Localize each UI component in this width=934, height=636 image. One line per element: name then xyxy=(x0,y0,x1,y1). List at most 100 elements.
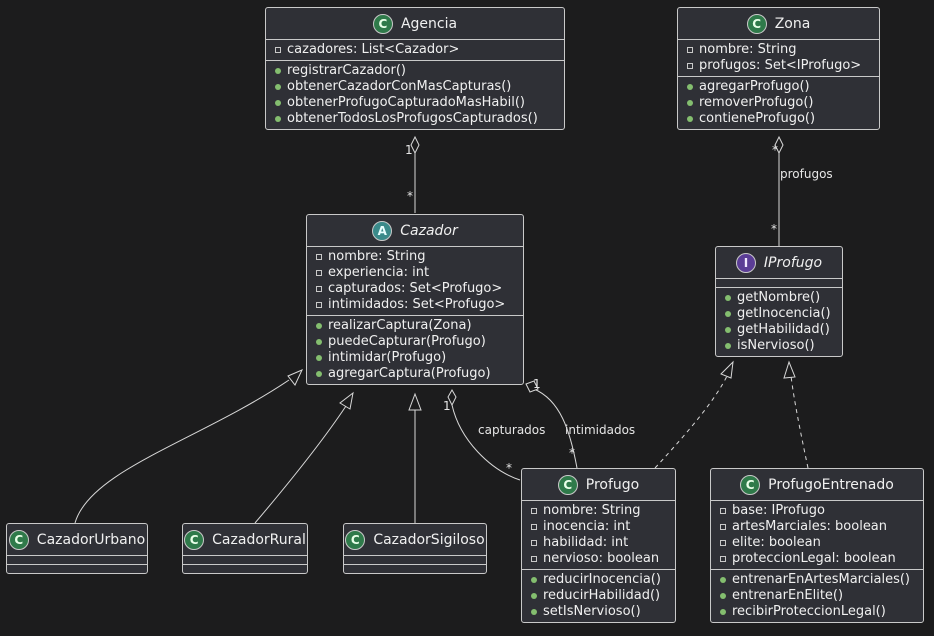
private-visibility-icon xyxy=(313,297,324,313)
method-text: setIsNervioso() xyxy=(543,604,641,619)
method-text: removerProfugo() xyxy=(699,95,814,110)
urbano-inherit-arrow xyxy=(287,369,304,386)
attribute-text: cazadores: List<Cazador> xyxy=(287,42,460,57)
class-icon: C xyxy=(372,13,393,34)
class-icon: C xyxy=(557,474,578,495)
class-header: C Zona xyxy=(678,8,879,39)
attribute-text: base: IProfugo xyxy=(732,503,825,518)
method-text: obtenerCazadorConMasCapturas() xyxy=(287,79,512,94)
method-text: realizarCaptura(Zona) xyxy=(328,318,472,333)
method-section: registrarCazador()obtenerCazadorConMasCa… xyxy=(266,61,564,129)
intimidados-dst-multiplicity: * xyxy=(569,446,575,460)
method-row: entrenarEnArtesMarciales() xyxy=(717,572,917,588)
private-visibility-icon xyxy=(313,249,324,265)
class-name: IProfugo xyxy=(763,254,823,271)
method-text: getInocencia() xyxy=(737,306,831,321)
interface-iprofugo[interactable]: I IProfugo getNombre()getInocencia()getHab… xyxy=(715,246,843,357)
attribute-row: nombre: String xyxy=(684,42,873,58)
attribute-section: cazadores: List<Cazador> xyxy=(266,40,564,60)
attribute-row: elite: boolean xyxy=(717,535,917,551)
public-visibility-icon xyxy=(528,604,539,620)
private-visibility-icon xyxy=(272,42,283,58)
public-visibility-icon xyxy=(684,111,695,127)
class-agencia[interactable]: C Agencia cazadores: List<Cazador> registra… xyxy=(265,7,565,130)
method-text: entrenarEnArtesMarciales() xyxy=(732,572,910,587)
class-name: Agencia xyxy=(400,15,458,32)
class-header: C Agencia xyxy=(266,8,564,39)
attribute-section xyxy=(716,279,842,287)
intimidados-line xyxy=(533,388,578,469)
profugos-role-label: profugos xyxy=(780,167,833,181)
method-text: obtenerTodosLosProfugosCapturados() xyxy=(287,111,538,126)
agencia-aggregation-diamond xyxy=(410,135,420,155)
attribute-text: intimidados: Set<Profugo> xyxy=(328,297,506,312)
sigiloso-inherit-arrow xyxy=(408,392,422,411)
method-text: contieneProfugo() xyxy=(699,111,816,126)
private-visibility-icon xyxy=(313,265,324,281)
method-row: reducirHabilidad() xyxy=(528,588,669,604)
class-icon: C xyxy=(746,13,767,34)
capturados-line xyxy=(451,404,521,481)
attribute-text: nombre: String xyxy=(699,42,797,57)
public-visibility-icon xyxy=(717,604,728,620)
method-text: reducirHabilidad() xyxy=(543,588,661,603)
agencia-multiplicity-label: 1 xyxy=(405,143,413,157)
attribute-row: cazadores: List<Cazador> xyxy=(272,42,558,58)
public-visibility-icon xyxy=(272,111,283,127)
method-section: agregarProfugo()removerProfugo()contiene… xyxy=(678,77,879,129)
class-name: CazadorUrbano xyxy=(36,531,146,548)
method-text: registrarCazador() xyxy=(287,63,406,78)
attribute-text: inocencia: int xyxy=(543,519,631,534)
method-row: reducirInocencia() xyxy=(528,572,669,588)
attribute-row: capturados: Set<Profugo> xyxy=(313,281,517,297)
method-row: getNombre() xyxy=(722,290,836,306)
method-row: obtenerProfugoCapturadoMasHabil() xyxy=(272,95,558,111)
method-section xyxy=(7,565,147,573)
private-visibility-icon xyxy=(717,551,728,567)
private-visibility-icon xyxy=(528,535,539,551)
attribute-row: nombre: String xyxy=(313,249,517,265)
attribute-text: proteccionLegal: boolean xyxy=(732,551,896,566)
attribute-text: artesMarciales: boolean xyxy=(732,519,888,534)
attribute-row: profugos: Set<IProfugo> xyxy=(684,58,873,74)
class-name: CazadorRural xyxy=(212,531,306,548)
attribute-section xyxy=(7,556,147,564)
interface-icon: I xyxy=(735,252,756,273)
attribute-text: experiencia: int xyxy=(328,265,430,280)
method-text: obtenerProfugoCapturadoMasHabil() xyxy=(287,95,525,110)
public-visibility-icon xyxy=(684,79,695,95)
urbano-inherit-line xyxy=(74,379,290,524)
public-visibility-icon xyxy=(272,63,283,79)
public-visibility-icon xyxy=(684,95,695,111)
attribute-row: proteccionLegal: boolean xyxy=(717,551,917,567)
public-visibility-icon xyxy=(722,290,733,306)
attribute-row: experiencia: int xyxy=(313,265,517,281)
zona-multiplicity-label: * xyxy=(772,143,778,157)
class-name: Zona xyxy=(774,15,811,32)
attribute-row: inocencia: int xyxy=(528,519,669,535)
public-visibility-icon xyxy=(313,318,324,334)
attribute-text: nombre: String xyxy=(328,249,426,264)
private-visibility-icon xyxy=(528,551,539,567)
attribute-text: profugos: Set<IProfugo> xyxy=(699,58,862,73)
method-text: entrenarEnElite() xyxy=(732,588,844,603)
method-row: getInocencia() xyxy=(722,306,836,322)
capturados-dst-multiplicity: * xyxy=(506,461,512,475)
method-row: getHabilidad() xyxy=(722,322,836,338)
class-icon: C xyxy=(345,529,366,550)
private-visibility-icon xyxy=(313,281,324,297)
capturados-diamond xyxy=(447,388,457,407)
